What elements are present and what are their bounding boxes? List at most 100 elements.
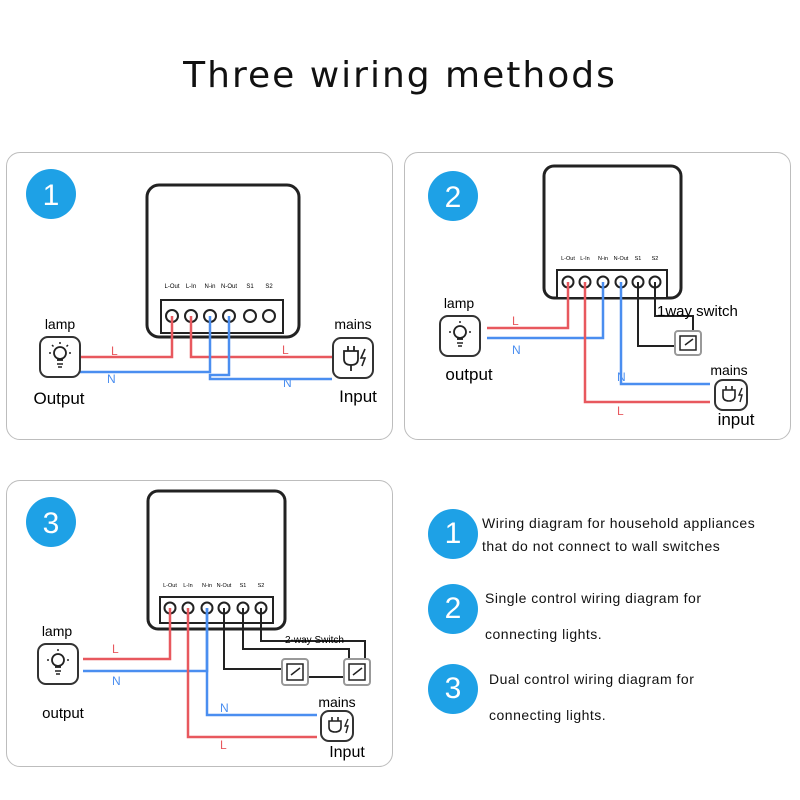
lamp-label: lamp — [42, 623, 73, 639]
wiring-panel-3: 3 L-Out L-In N-in N-Out S1 S2 — [6, 480, 393, 767]
terminal-label-l-in: L-In — [580, 256, 589, 262]
legend-text-line: connecting lights. — [489, 707, 607, 723]
wire-label-l: L — [617, 404, 624, 418]
terminal-screw — [243, 309, 257, 323]
input-label: Input — [329, 744, 365, 761]
terminal-label-s1: S1 — [246, 284, 254, 290]
mains-plug-icon — [714, 379, 748, 411]
wire-label-l: L — [220, 738, 227, 752]
live-wire-lamp — [77, 316, 174, 359]
wire-label-n: N — [512, 343, 521, 357]
wire-label-n: N — [220, 701, 229, 715]
lamp-label: lamp — [45, 316, 76, 332]
wiring-panel-2: 2 L-Out L-In N-in N-Out S1 S2 — [404, 152, 791, 440]
terminal-label-s1: S1 — [635, 256, 642, 262]
legend-badge-1: 1 — [428, 509, 478, 559]
switch-wire-s1 — [223, 608, 282, 670]
terminal-labels: L-Out L-In N-in N-Out S1 S2 — [164, 284, 273, 290]
terminal-labels: L-Out L-In N-in N-Out S1 S2 — [163, 583, 264, 589]
wire-label-l: L — [282, 343, 289, 357]
step-badge-2 — [428, 171, 478, 221]
one-way-switch-icon — [674, 330, 702, 356]
wire-label-n: N — [283, 376, 292, 390]
neutral-wire-lamp — [487, 282, 605, 340]
switch-wire-s1 — [637, 282, 675, 347]
switch-label: 1way switch — [657, 303, 738, 320]
two-way-switch-icon — [343, 658, 371, 686]
switch-wire-s2 — [654, 282, 694, 338]
neutral-wire-mains — [208, 316, 332, 381]
step-number-2: 2 — [445, 181, 462, 214]
step-badge-3 — [26, 497, 76, 547]
output-label: output — [42, 705, 85, 722]
wire-label-l: L — [512, 314, 519, 328]
legend-badge-2: 2 — [428, 584, 478, 634]
live-wire-lamp — [83, 608, 172, 661]
wiring-diagram-1: 1 L-Out L-In N-in N-Out S1 S2 L N L N — [26, 169, 377, 408]
terminal-label-n-in: N-in — [598, 256, 608, 262]
switch-label: 2-way Switch — [285, 635, 344, 646]
output-label: Output — [33, 389, 84, 408]
two-way-switch-icon — [281, 658, 309, 686]
lamp-label: lamp — [444, 295, 475, 311]
mains-label: mains — [334, 316, 371, 332]
page-title: Three wiring methods — [183, 55, 617, 96]
legend-text-line: Wiring diagram for household appliances — [482, 515, 756, 531]
neutral-wire-mains — [205, 608, 317, 717]
terminal-label-l-out: L-Out — [163, 583, 177, 589]
wiring-diagram-2: 2 L-Out L-In N-in N-Out S1 S2 — [428, 164, 755, 429]
wire-label-n: N — [107, 372, 116, 386]
live-wire-lamp — [487, 282, 570, 330]
neutral-wire-mains — [619, 282, 710, 386]
legend-item-2: 2 Single control wiring diagram for conn… — [420, 578, 800, 648]
terminal-label-l-in: L-In — [183, 583, 192, 589]
terminal-block — [556, 269, 668, 299]
terminal-label-n-out: N-Out — [614, 256, 629, 262]
switch-wire-traveller — [260, 608, 366, 666]
terminal-label-n-in: N-in — [202, 583, 212, 589]
terminal-screw — [262, 309, 276, 323]
wire-label-l: L — [111, 344, 118, 358]
terminal-block — [159, 596, 274, 624]
legend-text-line: connecting lights. — [485, 626, 603, 642]
legend-text-line: that do not connect to wall switches — [482, 538, 721, 554]
smart-switch-module — [146, 489, 287, 631]
legend-text-line: Dual control wiring diagram for — [489, 671, 695, 687]
wire-label-n: N — [112, 674, 121, 688]
legend-item-3: 3 Dual control wiring diagram for connec… — [420, 658, 800, 728]
switch-wire-s2 — [242, 608, 350, 661]
input-label: Input — [339, 387, 377, 406]
terminal-label-n-out: N-Out — [217, 583, 232, 589]
terminal-label-s2: S2 — [652, 256, 659, 262]
lamp-icon — [39, 336, 81, 378]
legend-badge-3: 3 — [428, 664, 478, 714]
step-badge-1 — [26, 169, 76, 219]
mains-label: mains — [318, 694, 355, 710]
lamp-icon — [439, 315, 481, 357]
terminal-label-l-out: L-Out — [561, 256, 575, 262]
lamp-icon — [37, 643, 79, 685]
wire-label-l: L — [112, 642, 119, 656]
terminal-label-l-in: L-In — [186, 284, 196, 290]
input-label: input — [718, 410, 755, 429]
terminal-label-n-in: N-in — [204, 284, 215, 290]
terminal-label-l-out: L-Out — [164, 284, 179, 290]
wiring-diagram-3: 3 L-Out L-In N-in N-Out S1 S2 — [26, 489, 371, 761]
terminal-label-n-out: N-Out — [221, 284, 237, 290]
step-number-3: 3 — [43, 507, 60, 540]
terminal-label-s2: S2 — [258, 583, 265, 589]
wire-label-n: N — [617, 370, 626, 384]
output-label: output — [445, 365, 493, 384]
mains-plug-icon — [320, 710, 354, 742]
live-wire-mains — [189, 316, 332, 359]
mains-plug-icon — [332, 337, 374, 379]
terminal-label-s1: S1 — [240, 583, 247, 589]
neutral-wire-lamp — [77, 316, 212, 374]
live-wire-mains — [583, 282, 710, 404]
live-wire-mains — [186, 608, 317, 739]
step-number-1: 1 — [43, 179, 60, 212]
wiring-panel-1: 1 L-Out L-In N-in N-Out S1 S2 L N L N — [6, 152, 393, 440]
mains-label: mains — [710, 362, 747, 378]
legend-item-1: 1 Wiring diagram for household appliance… — [420, 503, 800, 563]
terminal-label-s2: S2 — [265, 284, 273, 290]
